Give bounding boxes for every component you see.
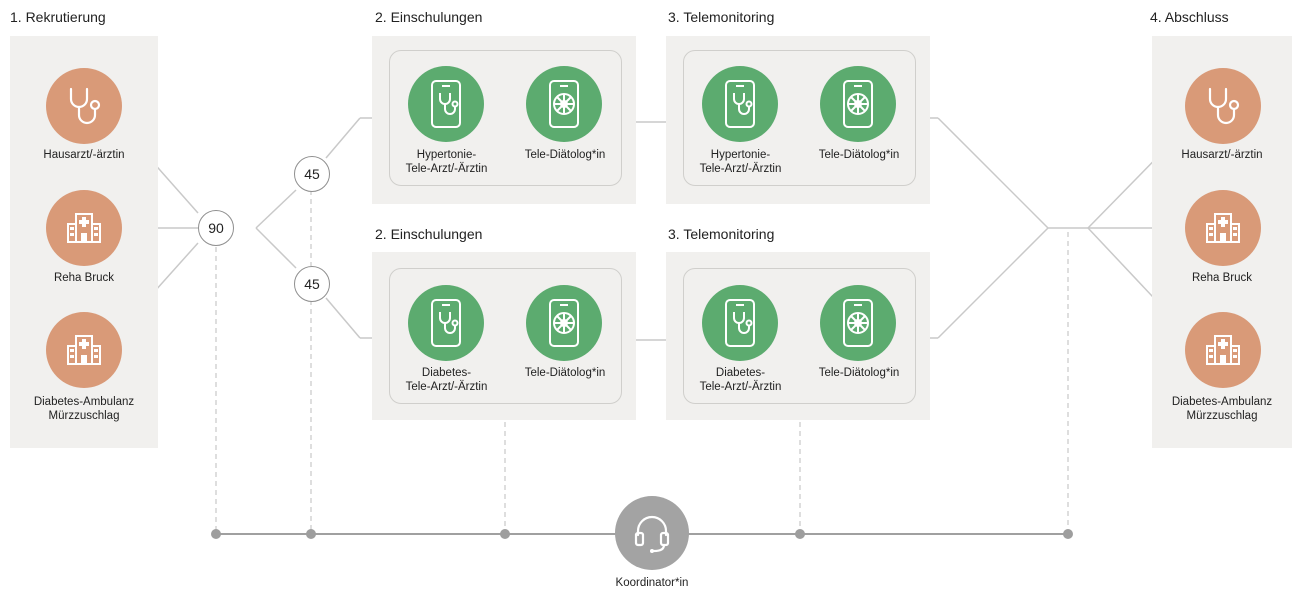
timeline-dot <box>795 529 805 539</box>
headset-icon <box>634 515 670 553</box>
hospital-icon <box>67 335 101 365</box>
telemon-top-diet-label: Tele-Diätolog*in <box>818 149 900 161</box>
telemon-bottom-doctor-node <box>702 285 778 361</box>
training-top-diet-node <box>526 66 602 142</box>
stage-title-training-bottom: 2. Einschulungen <box>375 226 483 242</box>
telemon-bottom-doctor-label: Diabetes- Tele-Arzt/-Ärztin <box>699 367 782 393</box>
recruit-gp-label: Hausarzt/-ärztin <box>43 149 125 161</box>
telemon-bottom-diet-node <box>820 285 896 361</box>
stage-title-recruit: 1. Rekrutierung <box>10 9 106 25</box>
recruit-reha-node <box>46 190 122 266</box>
timeline-dot <box>211 529 221 539</box>
phone-diet-icon <box>549 299 579 347</box>
connector <box>937 227 1049 339</box>
training-bottom-diet-node <box>526 285 602 361</box>
training-bottom-doctor-label: Diabetes- Tele-Arzt/-Ärztin <box>405 367 488 393</box>
close-reha-node <box>1185 190 1261 266</box>
close-diabetes-label: Diabetes-Ambulanz Mürzzuschlag <box>1171 396 1273 422</box>
recruit-gp-node <box>46 68 122 144</box>
connector <box>255 227 297 269</box>
count-total: 90 <box>198 210 234 246</box>
coordinator-node <box>615 496 689 570</box>
stage-title-close: 4. Abschluss <box>1150 9 1229 25</box>
close-gp-node <box>1185 68 1261 144</box>
timeline-dot <box>500 529 510 539</box>
hospital-icon <box>1206 213 1240 243</box>
hospital-icon <box>67 213 101 243</box>
connector <box>325 297 361 339</box>
phone-stethoscope-icon <box>431 299 461 347</box>
close-reha-label: Reha Bruck <box>1191 272 1253 284</box>
recruit-diabetes-label: Diabetes-Ambulanz Mürzzuschlag <box>33 396 135 422</box>
phone-stethoscope-icon <box>725 299 755 347</box>
close-gp-label: Hausarzt/-ärztin <box>1181 149 1263 161</box>
training-top-doctor-node <box>408 66 484 142</box>
phone-diet-icon <box>843 299 873 347</box>
connector <box>937 117 1049 229</box>
training-bottom-diet-label: Tele-Diätolog*in <box>524 367 606 379</box>
recruit-diabetes-node <box>46 312 122 388</box>
phone-diet-icon <box>843 80 873 128</box>
phone-stethoscope-icon <box>725 80 755 128</box>
timeline-dot <box>1063 529 1073 539</box>
training-bottom-doctor-node <box>408 285 484 361</box>
stage-title-telemon-top: 3. Telemonitoring <box>668 9 775 25</box>
connector <box>325 117 361 159</box>
count-bottom: 45 <box>294 266 330 302</box>
training-top-doctor-label: Hypertonie- Tele-Arzt/-Ärztin <box>405 149 488 175</box>
telemon-top-doctor-label: Hypertonie- Tele-Arzt/-Ärztin <box>699 149 782 175</box>
stethoscope-icon <box>1208 87 1240 125</box>
close-diabetes-node <box>1185 312 1261 388</box>
count-top: 45 <box>294 156 330 192</box>
connector <box>255 189 297 229</box>
telemon-top-doctor-node <box>702 66 778 142</box>
phone-stethoscope-icon <box>431 80 461 128</box>
telemon-top-diet-node <box>820 66 896 142</box>
timeline-dot <box>306 529 316 539</box>
telemon-bottom-diet-label: Tele-Diätolog*in <box>818 367 900 379</box>
training-top-diet-label: Tele-Diätolog*in <box>524 149 606 161</box>
hospital-icon <box>1206 335 1240 365</box>
phone-diet-icon <box>549 80 579 128</box>
stage-title-telemon-bottom: 3. Telemonitoring <box>668 226 775 242</box>
stethoscope-icon <box>69 87 101 125</box>
coordinator-label: Koordinator*in <box>615 577 689 589</box>
stage-title-training-top: 2. Einschulungen <box>375 9 483 25</box>
recruit-reha-label: Reha Bruck <box>53 272 115 284</box>
